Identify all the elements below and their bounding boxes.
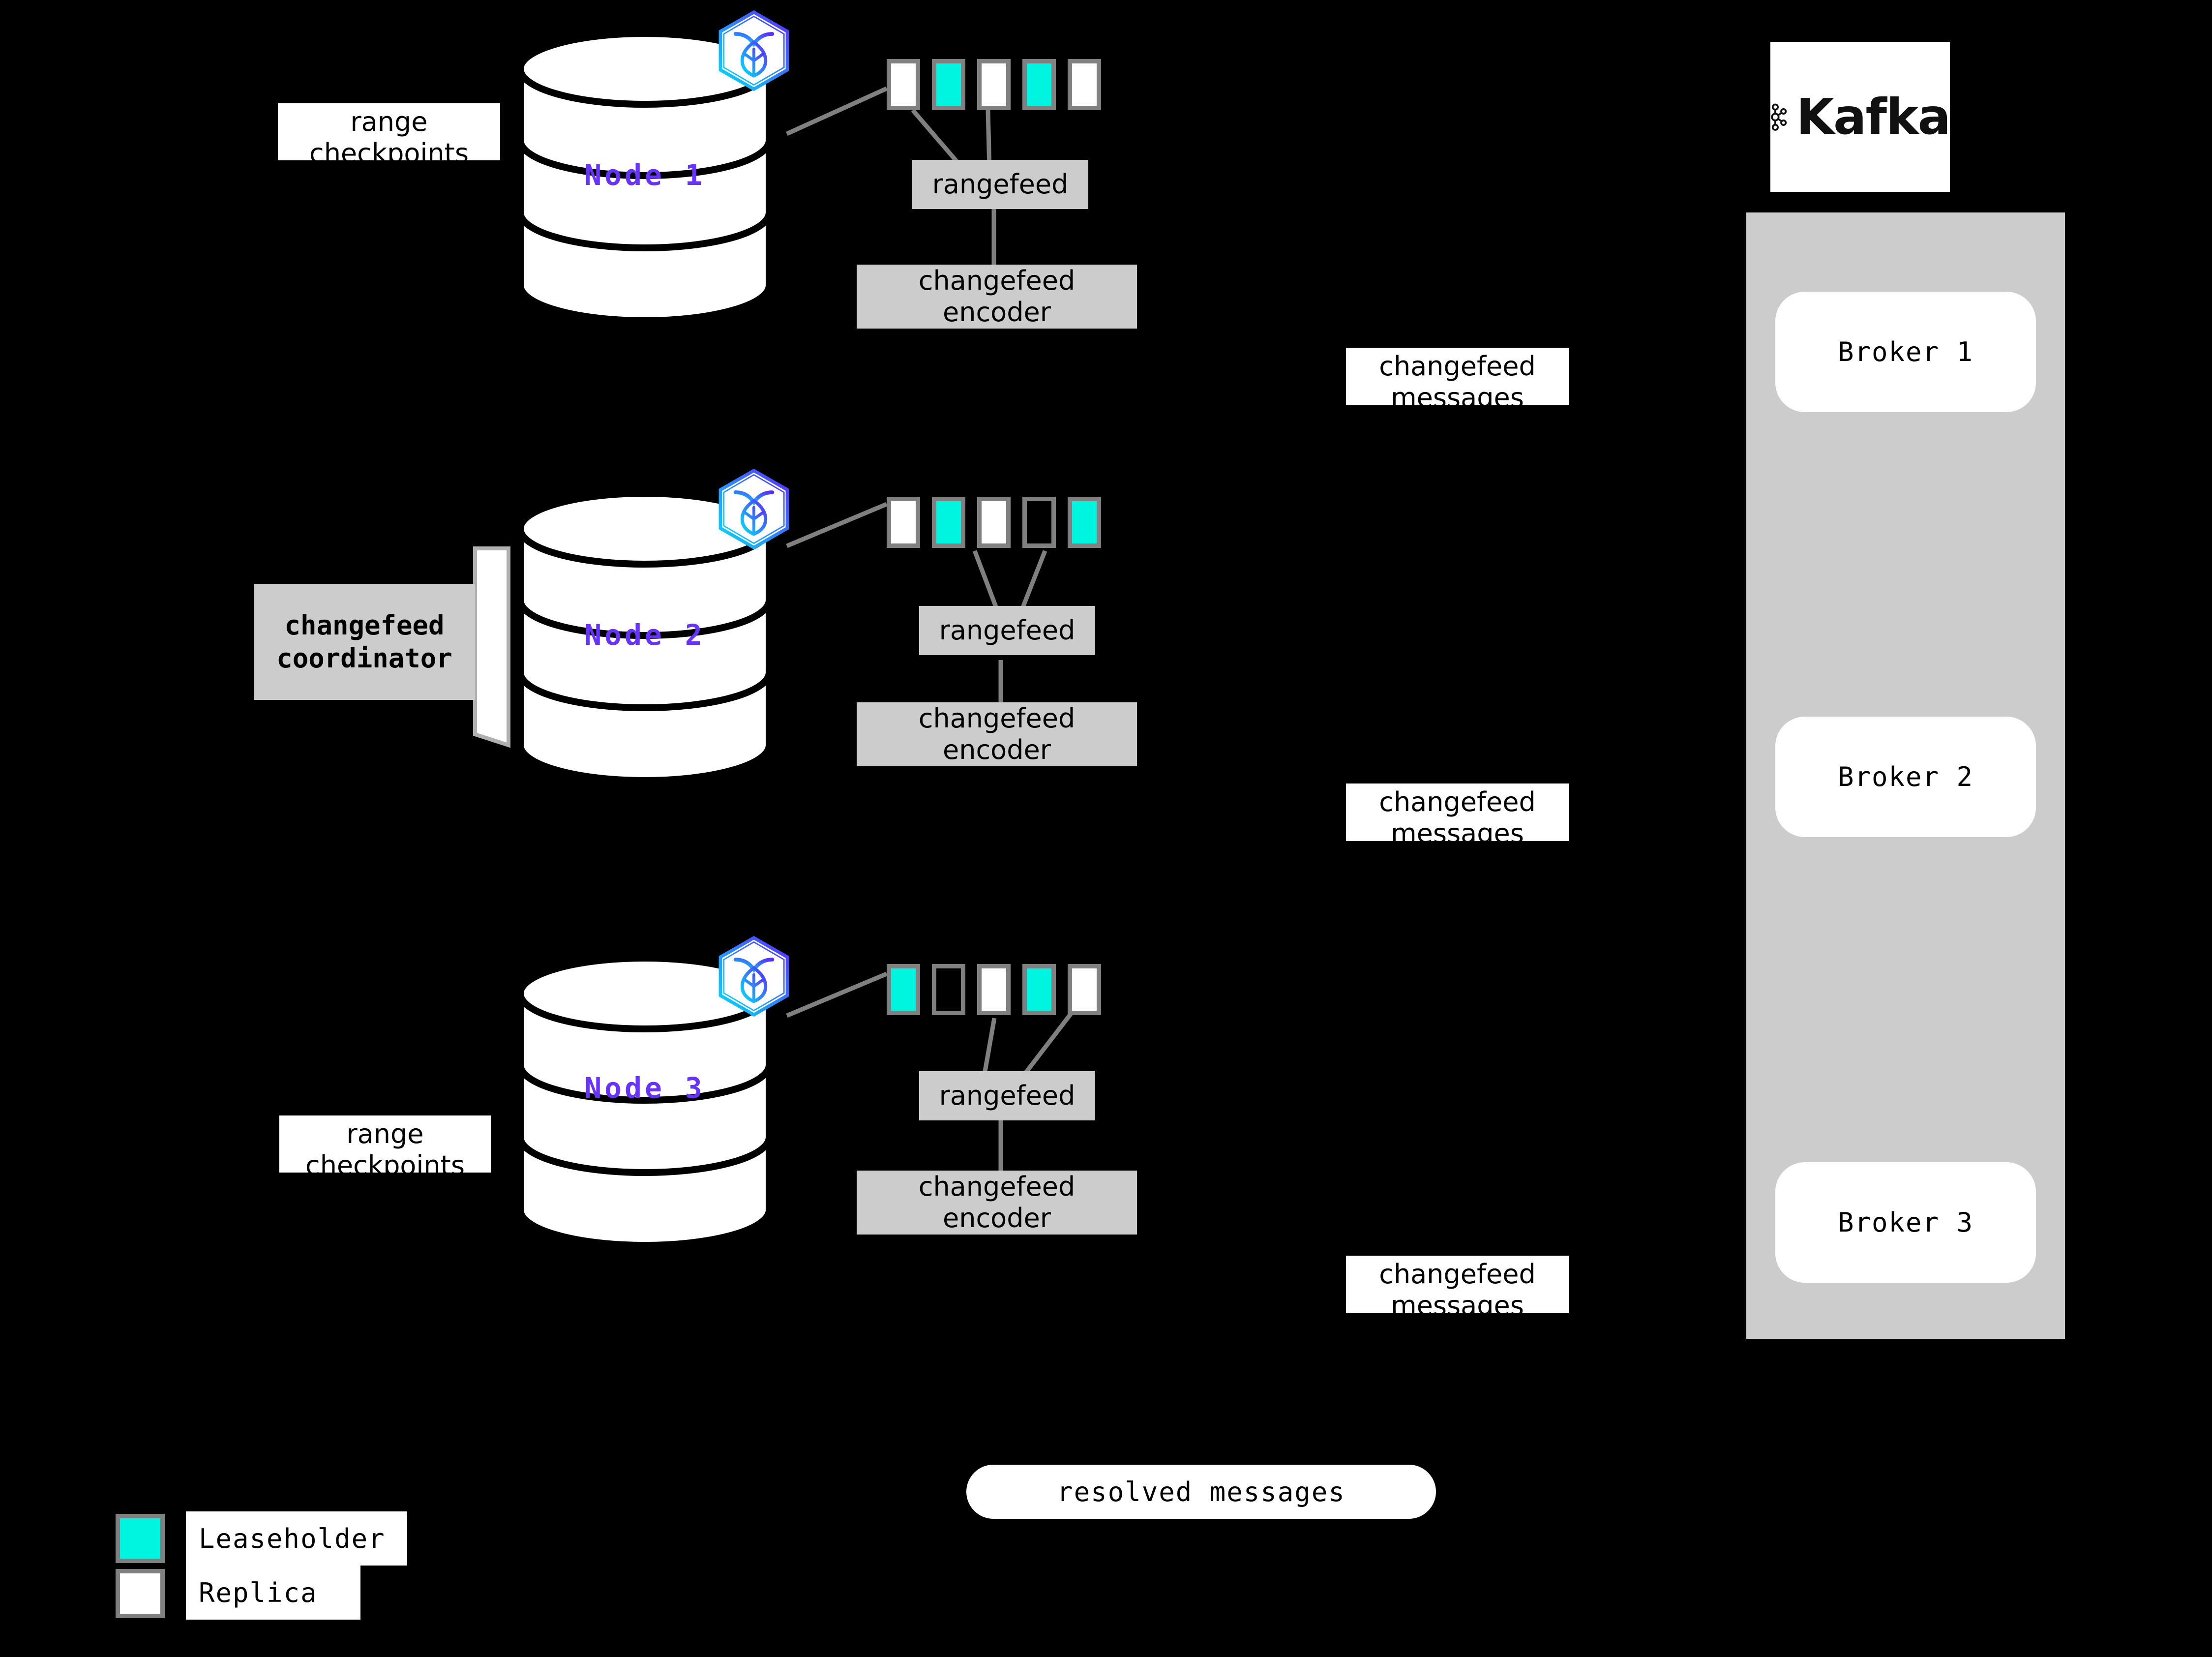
range-box[interactable] <box>887 964 920 1015</box>
range-box[interactable] <box>932 497 965 548</box>
range-box[interactable] <box>977 59 1011 110</box>
node-3-changefeed-encoder-box[interactable]: changefeed encoder <box>857 1171 1137 1235</box>
changefeed-coordinator[interactable]: changefeed coordinator <box>246 539 521 755</box>
cockroachdb-logo-icon <box>712 934 796 1018</box>
cockroachdb-logo-icon <box>712 467 796 551</box>
range-box[interactable] <box>1068 497 1101 548</box>
resolved-messages-pill[interactable]: resolved messages <box>966 1465 1436 1519</box>
changefeed-coordinator-label: changefeed coordinator <box>254 584 475 700</box>
kafka-logo-icon <box>1771 103 1787 131</box>
range-box[interactable] <box>1022 497 1056 548</box>
changefeed-messages-text: changefeed messages <box>1379 1259 1536 1313</box>
range-box[interactable] <box>887 59 920 110</box>
legend-swatch-replica <box>116 1569 165 1618</box>
legend-label-replica: Replica <box>186 1566 360 1620</box>
range-box[interactable] <box>977 964 1011 1015</box>
node-3-range-checkpoints-text: range checkpoints <box>305 1118 465 1173</box>
changefeed-messages-callout-3: changefeed messages <box>1346 1256 1569 1313</box>
changefeed-messages-callout-2: changefeed messages <box>1346 783 1569 841</box>
range-box[interactable] <box>977 497 1011 548</box>
changefeed-messages-text: changefeed messages <box>1379 351 1536 405</box>
node-1-rangefeed-box[interactable]: rangefeed <box>912 160 1088 209</box>
node-1-range-row <box>887 59 1101 110</box>
node-2-changefeed-encoder-box[interactable]: changefeed encoder <box>857 702 1137 766</box>
node-1-range-checkpoints-callout: range checkpoints <box>278 103 500 160</box>
cockroachdb-logo-icon <box>712 9 796 92</box>
range-box[interactable] <box>1068 964 1101 1015</box>
changefeed-messages-callout-1: changefeed messages <box>1346 348 1569 405</box>
legend-swatch-leaseholder <box>116 1514 165 1563</box>
range-box[interactable] <box>1068 59 1101 110</box>
node-1-range-checkpoints-text: range checkpoints <box>309 106 469 160</box>
legend-label-leaseholder: Leaseholder <box>186 1511 407 1566</box>
broker-card-2[interactable]: Broker 2 <box>1775 717 2036 837</box>
broker-card-1[interactable]: Broker 1 <box>1775 292 2036 412</box>
node-2-range-row <box>887 497 1101 548</box>
range-box[interactable] <box>1022 964 1056 1015</box>
node-3-range-row <box>887 964 1101 1015</box>
node-1-changefeed-encoder-box[interactable]: changefeed encoder <box>857 265 1137 329</box>
range-box[interactable] <box>1022 59 1056 110</box>
range-box[interactable] <box>932 964 965 1015</box>
node-3-cylinder: Node 3 <box>514 954 775 1249</box>
node-3-range-checkpoints-callout: range checkpoints <box>279 1115 491 1173</box>
changefeed-messages-text: changefeed messages <box>1379 786 1536 841</box>
kafka-logo-box: Kafka <box>1770 42 1951 192</box>
broker-card-3[interactable]: Broker 3 <box>1775 1162 2036 1283</box>
kafka-wordmark: Kafka <box>1796 88 1951 146</box>
range-box[interactable] <box>887 497 920 548</box>
node-2-rangefeed-box[interactable]: rangefeed <box>919 606 1095 655</box>
node-3-rangefeed-box[interactable]: rangefeed <box>919 1071 1095 1120</box>
range-box[interactable] <box>932 59 965 110</box>
